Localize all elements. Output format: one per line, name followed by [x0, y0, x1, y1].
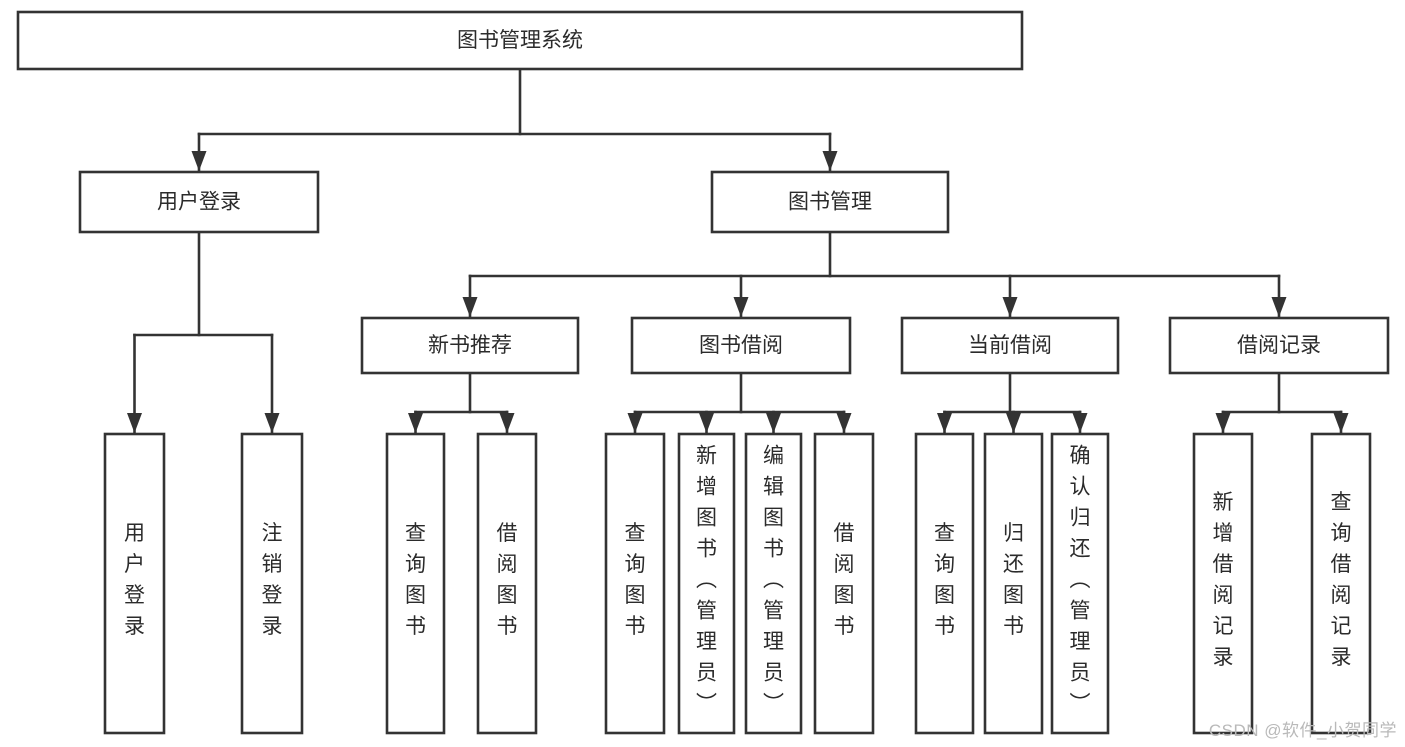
- arrow-head: [1333, 413, 1349, 433]
- node-current-borrow[interactable]: 当前借阅: [900, 316, 1120, 375]
- arrow-head: [127, 413, 142, 433]
- arrow-head: [408, 413, 423, 433]
- arrow-head: [1006, 413, 1021, 433]
- csdn-watermark: CSDN @软件_小贺同学: [1208, 721, 1397, 740]
- node-label-leaf-borrow-book-1: 借阅图书: [497, 522, 518, 638]
- node-box-leaf-confirm-return-admin: [1050, 432, 1110, 735]
- node-leaf-borrow-book-2[interactable]: 借阅图书: [813, 432, 875, 735]
- node-book-borrow[interactable]: 图书借阅: [630, 316, 852, 375]
- node-borrow-record[interactable]: 借阅记录: [1168, 316, 1390, 375]
- node-box-leaf-user-login: [103, 432, 166, 735]
- arrow-head: [1271, 297, 1287, 317]
- node-label-leaf-add-borrow-record: 新增借阅记录: [1213, 491, 1234, 669]
- node-label-leaf-logout-login: 注销登录: [262, 522, 283, 638]
- node-box-book-borrow: [630, 316, 852, 375]
- node-leaf-query-book-3[interactable]: 查询图书: [914, 432, 975, 735]
- node-label-current-borrow: 当前借阅: [968, 334, 1052, 357]
- node-box-leaf-borrow-book-2: [813, 432, 875, 735]
- edge-group-root: [191, 67, 838, 173]
- node-label-leaf-query-borrow-record: 查询借阅记录: [1331, 491, 1352, 669]
- node-label-root: 图书管理系统: [457, 29, 583, 52]
- node-label-leaf-confirm-return-admin: 确认归还︵管理员︶: [1070, 445, 1091, 716]
- node-leaf-user-login[interactable]: 用户登录: [103, 432, 166, 735]
- node-leaf-query-book-1[interactable]: 查询图书: [385, 432, 446, 735]
- node-label-borrow-record: 借阅记录: [1237, 334, 1321, 357]
- node-box-borrow-record: [1168, 316, 1390, 375]
- node-box-leaf-logout-login: [240, 432, 304, 735]
- node-leaf-query-book-2[interactable]: 查询图书: [604, 432, 666, 735]
- node-leaf-edit-book-admin[interactable]: 编辑图书︵管理员︶: [744, 432, 803, 735]
- arrow-head: [264, 413, 280, 433]
- node-label-book-manage: 图书管理: [788, 191, 872, 214]
- arrow-head: [462, 297, 478, 317]
- node-box-leaf-query-book-1: [385, 432, 446, 735]
- node-box-leaf-query-borrow-record: [1310, 432, 1372, 735]
- node-label-new-book-recommend: 新书推荐: [428, 334, 512, 357]
- node-label-leaf-query-book-1: 查询图书: [405, 522, 426, 638]
- node-user-login[interactable]: 用户登录: [78, 170, 320, 234]
- node-label-leaf-return-book: 归还图书: [1003, 522, 1024, 638]
- node-new-book-recommend[interactable]: 新书推荐: [360, 316, 580, 375]
- edge-group-book-manage: [462, 230, 1287, 319]
- node-box-new-book-recommend: [360, 316, 580, 375]
- node-label-book-borrow: 图书借阅: [699, 334, 783, 357]
- node-box-leaf-borrow-book-1: [476, 432, 538, 735]
- node-label-leaf-borrow-book-2: 借阅图书: [834, 522, 855, 638]
- arrow-head: [733, 297, 749, 317]
- edge-group-user-login: [127, 230, 280, 435]
- node-box-leaf-add-book-admin: [677, 432, 736, 735]
- arrow-head: [766, 413, 781, 433]
- arrow-head: [1002, 297, 1018, 317]
- nodes-layer: 图书管理系统用户登录图书管理新书推荐图书借阅当前借阅借阅记录用户登录注销登录查询…: [16, 10, 1390, 735]
- arrow-head: [937, 413, 952, 433]
- node-box-leaf-add-borrow-record: [1192, 432, 1254, 735]
- node-box-root: [16, 10, 1024, 71]
- node-leaf-borrow-book-1[interactable]: 借阅图书: [476, 432, 538, 735]
- node-box-leaf-query-book-2: [604, 432, 666, 735]
- node-box-book-manage: [710, 170, 950, 234]
- node-leaf-logout-login[interactable]: 注销登录: [240, 432, 304, 735]
- edge-group-current-borrow: [937, 371, 1088, 435]
- node-box-user-login: [78, 170, 320, 234]
- arrow-head: [1215, 413, 1231, 433]
- arrow-head: [499, 413, 515, 433]
- node-label-user-login: 用户登录: [157, 191, 241, 214]
- node-leaf-add-book-admin[interactable]: 新增图书︵管理员︶: [677, 432, 736, 735]
- arrow-head: [699, 413, 714, 433]
- edges-layer: [127, 67, 1349, 435]
- node-box-leaf-query-book-3: [914, 432, 975, 735]
- node-label-leaf-add-book-admin: 新增图书︵管理员︶: [696, 445, 717, 716]
- node-label-leaf-user-login: 用户登录: [124, 522, 145, 638]
- node-label-leaf-query-book-2: 查询图书: [625, 522, 646, 638]
- edge-group-new-book-recommend: [408, 371, 515, 435]
- node-box-leaf-edit-book-admin: [744, 432, 803, 735]
- edge-group-borrow-record: [1215, 371, 1349, 435]
- node-box-current-borrow: [900, 316, 1120, 375]
- node-leaf-confirm-return-admin[interactable]: 确认归还︵管理员︶: [1050, 432, 1110, 735]
- node-leaf-return-book[interactable]: 归还图书: [983, 432, 1044, 735]
- node-leaf-add-borrow-record[interactable]: 新增借阅记录: [1192, 432, 1254, 735]
- node-leaf-query-borrow-record[interactable]: 查询借阅记录: [1310, 432, 1372, 735]
- arrow-head: [191, 151, 207, 171]
- edge-group-book-borrow: [627, 371, 852, 435]
- arrow-head: [822, 151, 838, 171]
- node-box-leaf-return-book: [983, 432, 1044, 735]
- node-root[interactable]: 图书管理系统: [16, 10, 1024, 71]
- node-label-leaf-query-book-3: 查询图书: [934, 522, 955, 638]
- arrow-head: [627, 413, 643, 433]
- node-label-leaf-edit-book-admin: 编辑图书︵管理员︶: [763, 445, 784, 716]
- node-book-manage[interactable]: 图书管理: [710, 170, 950, 234]
- arrow-head: [836, 413, 852, 433]
- arrow-head: [1072, 413, 1088, 433]
